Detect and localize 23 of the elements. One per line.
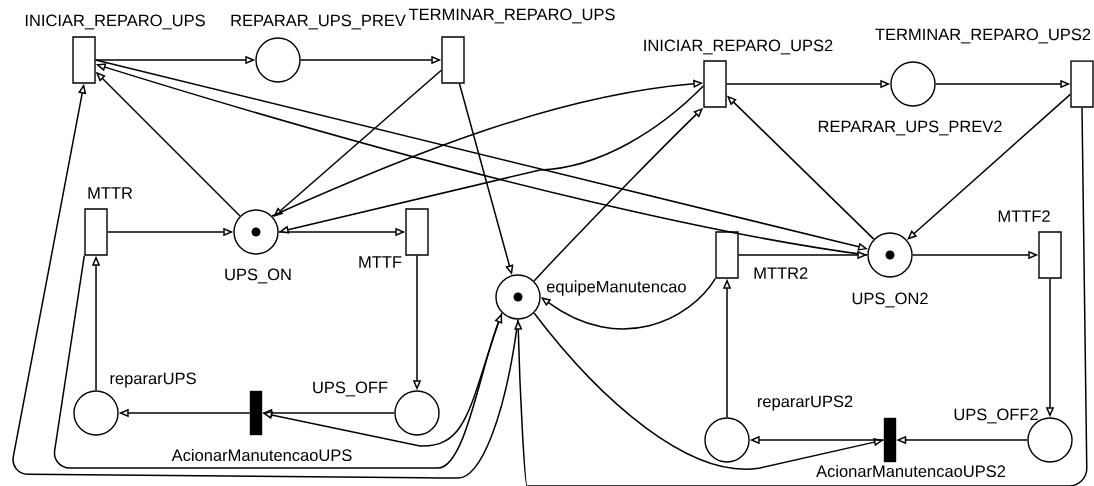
node-label: repararUPS [110,372,196,388]
node-label: REPARAR_UPS_PREV [231,14,406,30]
arc-arrow [514,106,1088,486]
node-label: MTTF2 [998,210,1050,222]
node-label: INICIAR_REPARO_UPS2 [644,39,833,55]
node-label: UPS_OFF [313,381,388,397]
node-label: TERMINAR_REPARO_UPS [408,8,615,24]
node-label: MTTR2 [754,267,808,279]
node-label: UPS_ON2 [852,292,928,308]
arc-arrow [907,93,1072,240]
node-label: MTTR [88,187,133,199]
node-label: INICIAR_REPARO_UPS [25,14,205,30]
arc-arrow [273,69,443,217]
arc-arrow [53,254,503,469]
node-label: AcionarManutencaoUPS2 [816,464,1006,478]
node-label: TERMINAR_REPARO_UPS2 [875,28,1091,44]
node-label: AcionarManutencaoUPS [171,448,352,462]
node-label: repararUPS2 [757,395,853,411]
node-label: equipeManutencao [546,280,686,296]
node-label: UPS_OFF2 [954,408,1038,424]
node-label: MTTF [359,256,402,268]
node-label: UPS_ON [225,268,291,284]
node-label: REPARAR_UPS_PREV2 [818,120,1002,136]
